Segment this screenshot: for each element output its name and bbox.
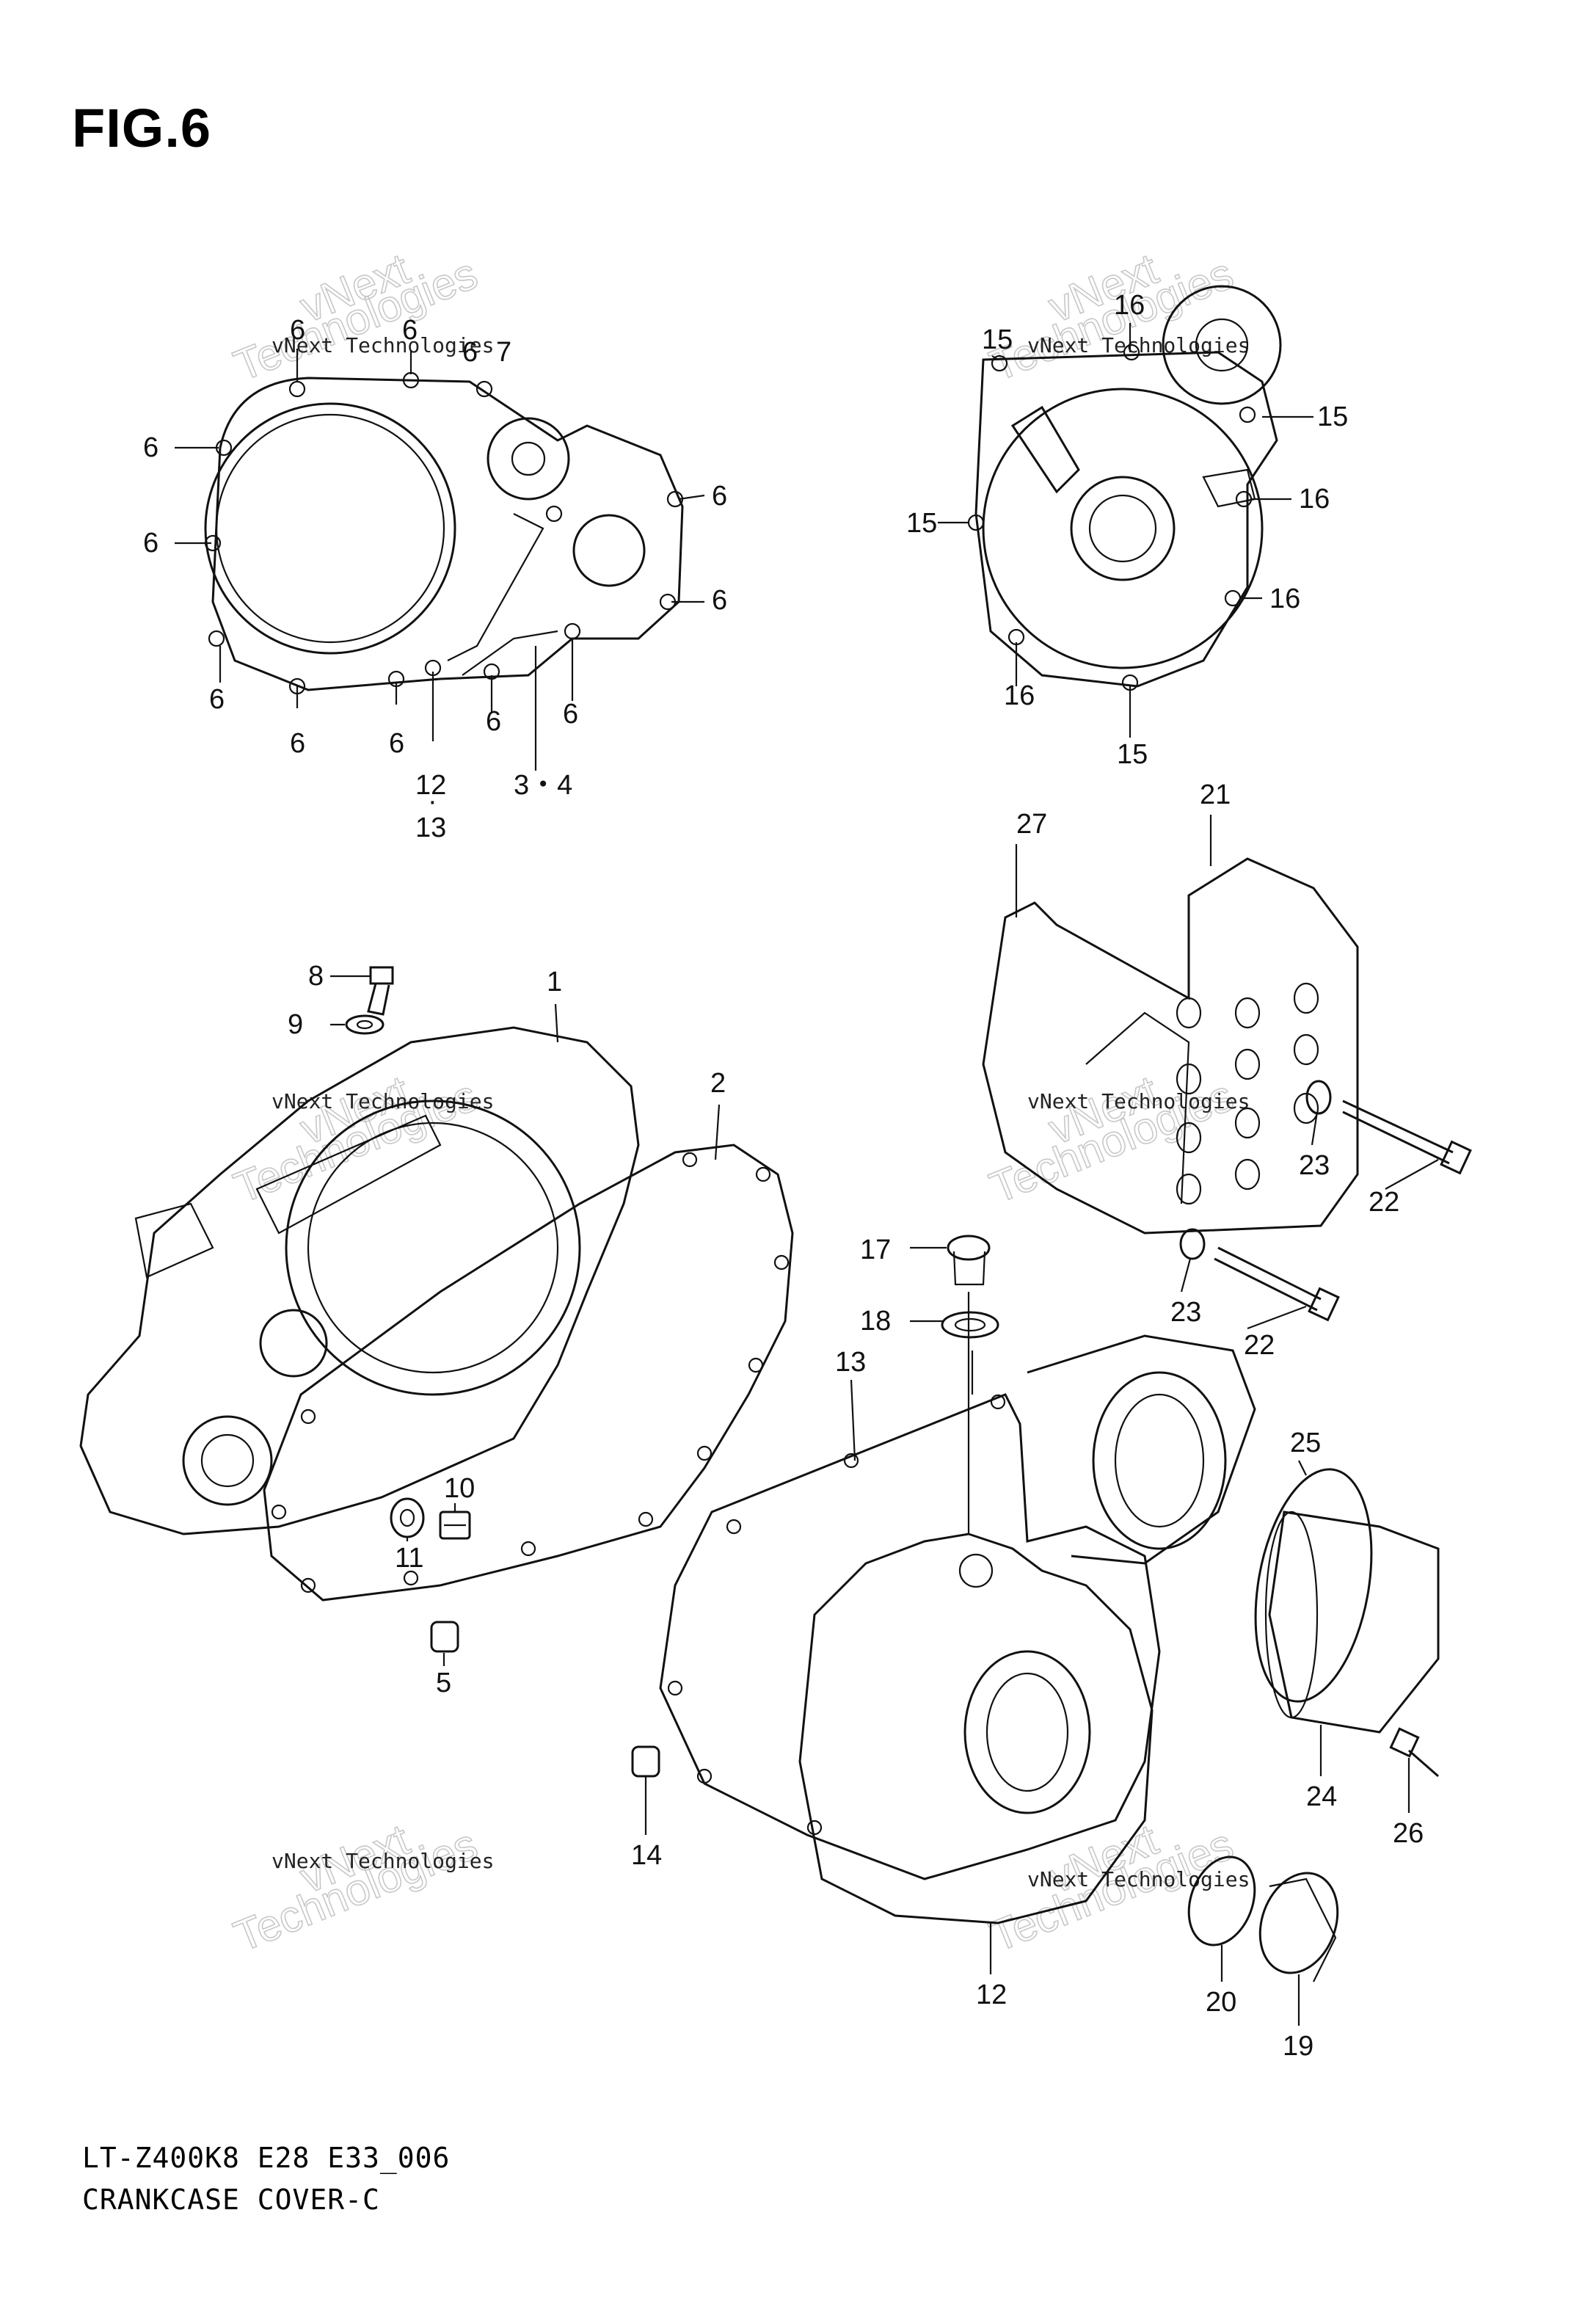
svg-text:vNext Technologies: vNext Technologies <box>1027 1867 1250 1891</box>
svg-text:vNext Technologies: vNext Technologies <box>1027 1089 1250 1113</box>
gasket-2 <box>263 1144 794 1602</box>
callout-15: 15 <box>982 324 1013 355</box>
callout-16: 16 <box>1114 290 1145 321</box>
callout-3-4: 3・4 <box>514 770 572 801</box>
callout-6: 6 <box>402 315 418 346</box>
plug-17 <box>947 1235 991 1286</box>
callout-17: 17 <box>860 1235 891 1265</box>
callout-26: 26 <box>1393 1818 1424 1849</box>
leader-lines <box>175 323 1439 2026</box>
svg-text:vNext Technologies: vNext Technologies <box>272 333 494 357</box>
callout-9: 9 <box>288 1009 303 1040</box>
callout-8: 8 <box>308 961 324 992</box>
callout-1: 1 <box>547 967 562 997</box>
crankcase-cover-1 <box>79 1026 640 1535</box>
plug-19 <box>1258 1872 1339 1982</box>
callout-15: 15 <box>1317 401 1348 432</box>
callout-dot: · <box>428 786 437 817</box>
callout-22: 22 <box>1244 1330 1275 1361</box>
callout-23: 23 <box>1299 1150 1330 1181</box>
callout-21: 21 <box>1200 779 1231 810</box>
callout-6: 6 <box>712 481 727 512</box>
callout-6: 6 <box>712 585 727 616</box>
bolt-26 <box>1389 1727 1439 1778</box>
cover-24 <box>1264 1511 1440 1734</box>
bolt-22-upper <box>1342 1099 1472 1175</box>
callout-27: 27 <box>1016 809 1047 840</box>
callout-6: 6 <box>462 337 478 368</box>
callout-13: 13 <box>415 813 446 843</box>
bolt-8 <box>367 966 394 1016</box>
callout-6: 6 <box>209 684 225 715</box>
o-ring-20 <box>1187 1855 1256 1946</box>
figure-title: FIG.6 <box>72 98 212 159</box>
gasket-13 <box>659 1393 1161 1880</box>
model-code: LT-Z400K8 E28 E33_006 <box>82 2142 451 2174</box>
gasket-11 <box>390 1497 425 1538</box>
dowel-pin-5 <box>430 1621 459 1653</box>
callout-7: 7 <box>496 337 511 368</box>
callout-12: 12 <box>415 770 446 801</box>
diagram-caption: CRANKCASE COVER-C <box>82 2184 380 2216</box>
callout-6: 6 <box>143 432 158 463</box>
dowel-pin-14 <box>631 1745 660 1778</box>
washer-23-lower <box>1179 1228 1206 1260</box>
callout-15: 15 <box>906 508 937 539</box>
callout-6: 6 <box>389 728 404 759</box>
clutch-cover-gasket-view <box>204 371 684 695</box>
callout-15: 15 <box>1117 739 1148 770</box>
guard-cover-21 <box>982 857 1359 1235</box>
washer-23-upper <box>1305 1080 1332 1115</box>
callout-6: 6 <box>290 728 305 759</box>
callout-14: 14 <box>631 1840 662 1871</box>
callout-12: 12 <box>976 1980 1007 2010</box>
generator-cover-12 <box>798 1292 1256 1924</box>
watermark-mid-left: Technologies vNext vNext Technologies <box>227 1066 494 1213</box>
callout-6: 6 <box>290 315 305 346</box>
callout-6: 6 <box>486 706 501 737</box>
washer-9 <box>345 1014 385 1035</box>
o-ring-25 <box>1254 1468 1373 1703</box>
generator-cover-top-view <box>967 285 1282 691</box>
callout-19: 19 <box>1283 2031 1313 2062</box>
callout-16: 16 <box>1299 484 1330 515</box>
callout-20: 20 <box>1206 1987 1236 2018</box>
watermark-bottom-left: Technologies vNext vNext Technologies <box>227 1814 494 1962</box>
callout-22: 22 <box>1369 1187 1399 1218</box>
callout-25: 25 <box>1290 1428 1321 1458</box>
callout-10: 10 <box>444 1473 475 1504</box>
callout-2: 2 <box>710 1068 726 1099</box>
watermark-mid-right: Technologies vNext vNext Technologies <box>983 1066 1250 1213</box>
watermark-bottom-right: Technologies vNext vNext Technologies <box>983 1814 1250 1962</box>
callout-18: 18 <box>860 1306 891 1337</box>
plug-10 <box>439 1511 471 1540</box>
callout-16: 16 <box>1269 584 1300 614</box>
watermark-top-left: Technologies vNext vNext Technologies <box>227 244 494 391</box>
callout-6: 6 <box>563 699 578 730</box>
callout-24: 24 <box>1306 1781 1337 1812</box>
callout-16: 16 <box>1004 680 1035 711</box>
callout-5: 5 <box>436 1668 451 1698</box>
gasket-18 <box>941 1311 999 1339</box>
callout-11: 11 <box>395 1543 423 1574</box>
callout-13: 13 <box>835 1347 866 1378</box>
bolt-22-lower <box>1214 1246 1340 1322</box>
callout-6: 6 <box>143 528 158 559</box>
callout-23: 23 <box>1170 1297 1201 1328</box>
svg-text:vNext Technologies: vNext Technologies <box>272 1849 494 1873</box>
